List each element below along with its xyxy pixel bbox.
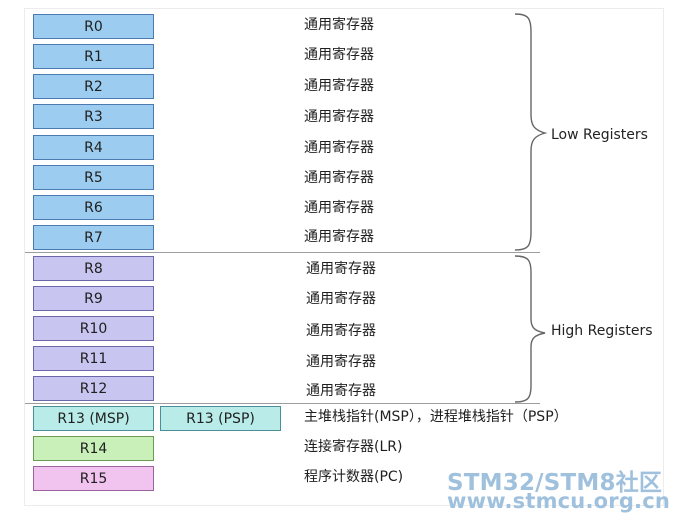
low-registers-brace [514,13,548,251]
description-r1: 通用寄存器 [304,47,374,63]
description-r8: 通用寄存器 [306,261,376,277]
register-r11: R11 [33,346,154,371]
description-r14: 连接寄存器(LR) [304,439,403,455]
register-r4: R4 [33,135,154,160]
high-registers-label: High Registers [551,323,653,339]
register-r0: R0 [33,14,154,39]
register-r1: R1 [33,44,154,69]
description-r5: 通用寄存器 [304,170,374,186]
register-r14: R14 [33,436,154,461]
description-r6: 通用寄存器 [304,200,374,216]
low-registers-label: Low Registers [551,127,648,143]
register-r3: R3 [33,104,154,129]
description-r10: 通用寄存器 [306,323,376,339]
high-registers-brace [514,255,546,403]
register-r2: R2 [33,74,154,99]
register-r12: R12 [33,376,154,401]
register-r13-msp: R13 (MSP) [33,406,154,431]
watermark-url: www.stmcu.org.cn [447,489,671,513]
description-r0: 通用寄存器 [304,17,374,33]
description-r9: 通用寄存器 [306,291,376,307]
register-r13-psp: R13 (PSP) [160,406,281,431]
high-special-divider [25,403,540,404]
description-r15: 程序计数器(PC) [304,469,404,485]
description-r12: 通用寄存器 [306,383,376,399]
register-r10: R10 [33,316,154,341]
description-r2: 通用寄存器 [304,78,374,94]
description-r13: 主堆栈指针(MSP），进程堆栈指针（PSP） [304,409,568,425]
register-r8: R8 [33,256,154,281]
description-r3: 通用寄存器 [304,109,374,125]
description-r7: 通用寄存器 [304,229,374,245]
register-r7: R7 [33,225,154,250]
register-r15: R15 [33,466,154,491]
low-high-divider [25,252,540,253]
register-r6: R6 [33,195,154,220]
diagram-frame [24,8,664,506]
description-r4: 通用寄存器 [304,140,374,156]
watermark-title: STM32/STM8社区 [447,470,663,496]
description-r11: 通用寄存器 [306,354,376,370]
register-r5: R5 [33,165,154,190]
register-r9: R9 [33,286,154,311]
